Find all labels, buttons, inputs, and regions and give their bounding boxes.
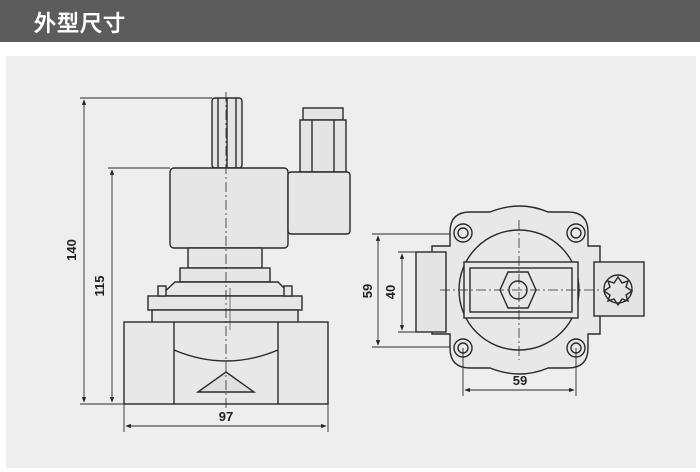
front-dimensions: [80, 97, 329, 432]
dim-115-label: 115: [92, 276, 107, 297]
dim-59-horizontal-label: 59: [513, 373, 527, 388]
front-view: [123, 92, 351, 410]
side-view: [415, 205, 645, 375]
dim-97-label: 97: [219, 409, 233, 424]
side-dimensions: [372, 233, 577, 396]
dim-140-label: 140: [64, 239, 79, 261]
dim-40-label: 40: [383, 285, 398, 299]
dim-59-vertical-label: 59: [360, 284, 375, 298]
page-title: 外型尺寸: [34, 12, 127, 37]
header-bar: 外型尺寸: [0, 0, 700, 42]
